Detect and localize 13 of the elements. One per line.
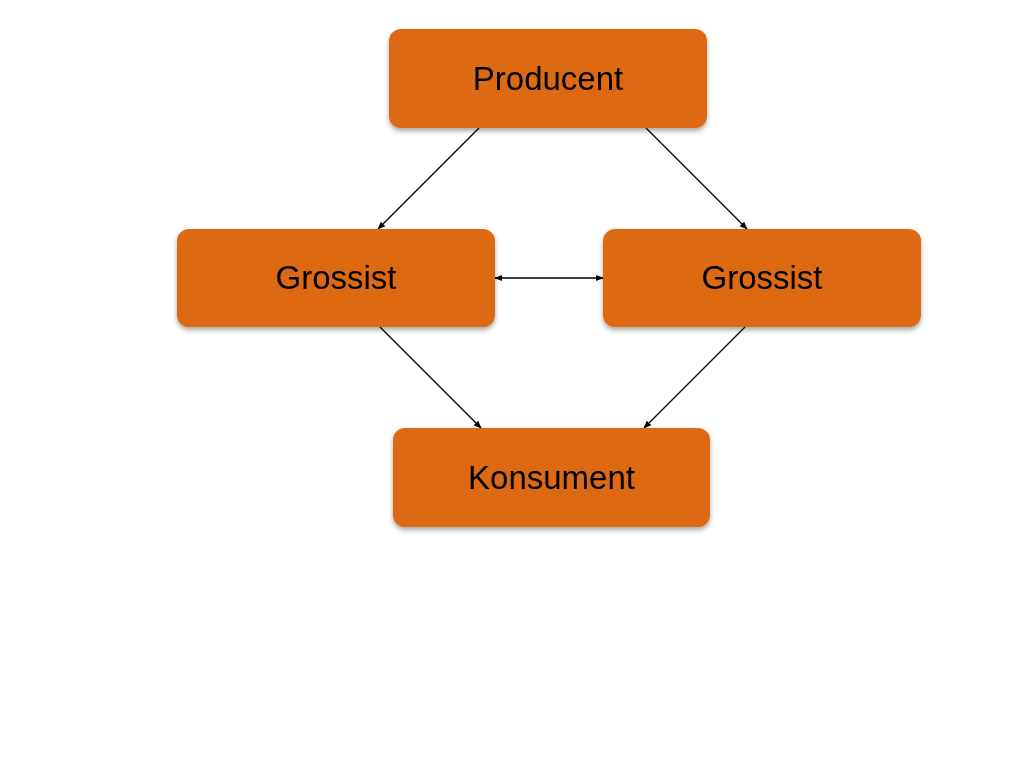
arrow xyxy=(645,127,748,230)
process-box xyxy=(393,428,710,527)
process-box xyxy=(603,229,921,327)
box-label: Grossist xyxy=(701,258,823,299)
process-box xyxy=(389,29,707,128)
arrow xyxy=(643,326,746,429)
box-label: Konsument xyxy=(468,457,635,498)
box-label: Grossist xyxy=(275,258,397,299)
box-label: Producent xyxy=(472,58,624,99)
arrow xyxy=(379,326,482,429)
process-box xyxy=(177,229,495,327)
arrow xyxy=(377,127,480,230)
arrow xyxy=(494,274,604,282)
